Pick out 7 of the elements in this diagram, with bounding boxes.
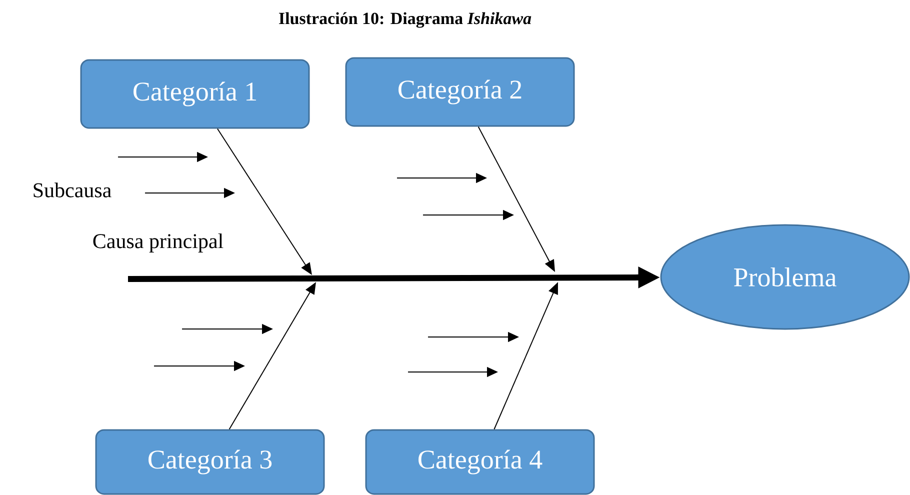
category-box: Categoría 4 bbox=[365, 429, 595, 495]
cause-label: Subcausa bbox=[34, 182, 112, 198]
cause-label: Causa principal bbox=[93, 233, 224, 253]
title: Ilustración 10: Diagrama Ishikawa bbox=[279, 12, 532, 28]
category-box: Categoría 1 bbox=[80, 59, 310, 129]
category-box: Categoría 2 bbox=[345, 57, 575, 127]
category-box: Categoría 3 bbox=[95, 429, 325, 495]
